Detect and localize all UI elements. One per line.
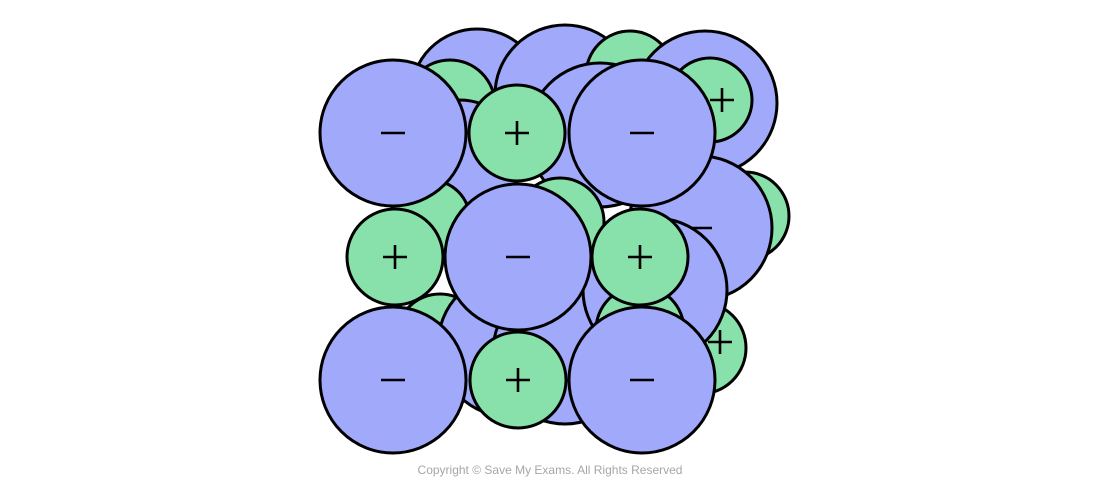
negative-ion-f7: [318, 305, 468, 455]
negative-ion-f9: [567, 305, 717, 455]
negative-ion-f3: [567, 58, 717, 208]
copyright-notice: Copyright © Save My Exams. All Rights Re…: [417, 463, 683, 477]
positive-ion-f4: [345, 207, 445, 307]
negative-ion-f5: [443, 182, 593, 332]
positive-ion-f6: [590, 207, 690, 307]
negative-ion-f1: [318, 58, 468, 208]
positive-ion-f8: [468, 330, 568, 430]
positive-ion-f2: [467, 83, 567, 183]
